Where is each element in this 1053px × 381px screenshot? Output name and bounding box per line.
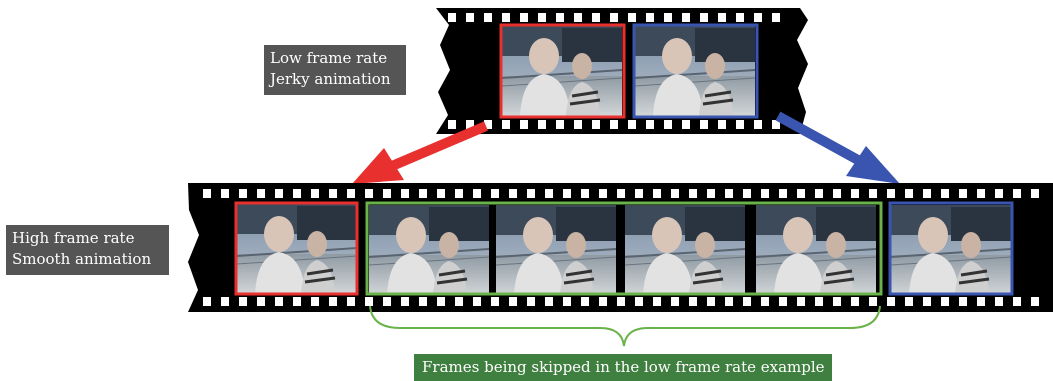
high-frame-rate-label-line2: Smooth animation: [12, 250, 152, 268]
red-arrow: [352, 121, 488, 184]
high-frame-6: [888, 201, 1014, 297]
high-frame-5: [754, 203, 878, 297]
low-frame-1: [499, 23, 626, 119]
skipped-frames-outline: [365, 201, 883, 296]
low-frame-rate-filmstrip: [436, 8, 808, 134]
high-strip-sprockets-top: [203, 189, 1039, 198]
low-strip-sprockets-top: [448, 13, 780, 22]
high-frame-2: [367, 203, 491, 297]
high-strip-sprockets-bottom: [203, 297, 1039, 306]
low-frame-rate-label: Low frame rate Jerky animation: [264, 45, 406, 95]
skipped-frames-label: Frames being skipped in the low frame ra…: [414, 354, 832, 381]
high-frame-4: [623, 203, 747, 297]
low-strip-sprockets-bottom: [448, 120, 780, 129]
high-frame-rate-label-line1: High frame rate: [12, 229, 135, 247]
high-frame-rate-label: High frame rate Smooth animation: [6, 225, 169, 275]
high-frame-rate-filmstrip: [188, 183, 1053, 312]
high-frame-1: [234, 201, 359, 296]
high-frame-3: [494, 203, 618, 297]
low-frame-rate-label-line1: Low frame rate: [270, 49, 388, 67]
blue-arrow: [775, 111, 900, 184]
skipped-frames-brace: [369, 305, 881, 347]
low-frame-2: [632, 23, 759, 119]
low-frame-rate-label-line2: Jerky animation: [270, 70, 391, 88]
